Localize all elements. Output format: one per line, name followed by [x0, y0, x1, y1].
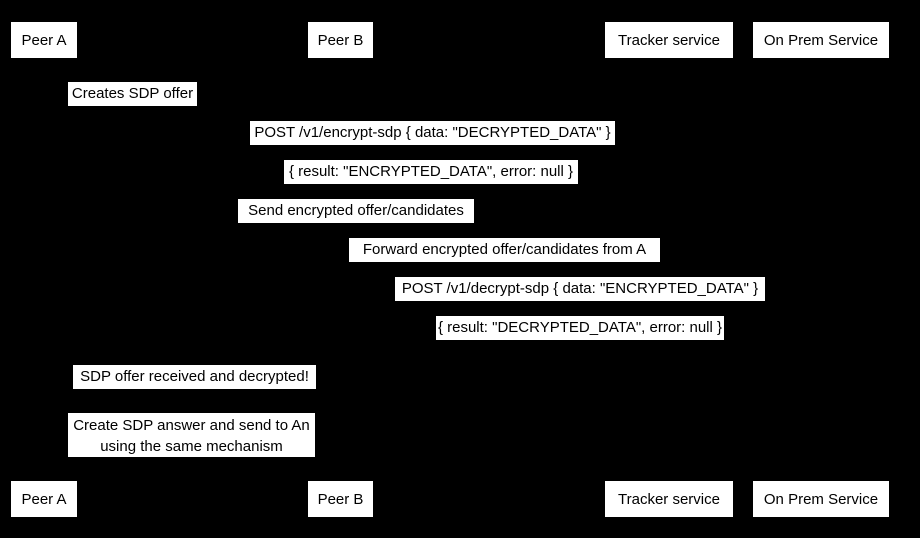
message-text: SDP offer received and decrypted! — [80, 368, 309, 385]
participant-tracker-service-top[interactable]: Tracker service — [605, 22, 733, 58]
participant-label: Peer B — [317, 490, 364, 508]
participant-peer-b-top[interactable]: Peer B — [308, 22, 373, 58]
message-label-send-encrypted-offer[interactable]: Send encrypted offer/candidates — [238, 199, 474, 223]
message-label-encrypt-sdp-result[interactable]: { result: "ENCRYPTED_DATA", error: null … — [284, 160, 578, 184]
participant-tracker-service-bottom[interactable]: Tracker service — [605, 481, 733, 517]
arrow-sdp-offer-received — [340, 389, 410, 390]
arrow-decrypt-sdp-result — [340, 340, 821, 341]
arrow-post-decrypt-sdp — [340, 301, 821, 302]
message-text: { result: "DECRYPTED_DATA", error: null … — [437, 319, 723, 336]
message-text: Send encrypted offer/candidates — [248, 202, 464, 219]
message-label-sdp-offer-received[interactable]: SDP offer received and decrypted! — [73, 365, 316, 389]
message-label-creates-sdp-offer[interactable]: Creates SDP offer — [68, 82, 197, 106]
message-label-decrypt-sdp-result[interactable]: { result: "DECRYPTED_DATA", error: null … — [436, 316, 724, 340]
arrow-create-sdp-answer — [44, 457, 340, 458]
message-text: POST /v1/decrypt-sdp { data: "ENCRYPTED_… — [401, 280, 759, 297]
participant-label: Tracker service — [618, 31, 720, 49]
lifeline-peer-a — [44, 58, 45, 478]
participant-peer-a-bottom[interactable]: Peer A — [11, 481, 77, 517]
arrow-creates-sdp-offer — [44, 106, 114, 107]
message-label-create-sdp-answer[interactable]: Create SDP answer and send to An using t… — [68, 413, 315, 457]
message-text: Creates SDP offer — [71, 85, 194, 102]
participant-label: Peer A — [21, 31, 67, 49]
participant-label: Peer A — [21, 490, 67, 508]
participant-label: Tracker service — [618, 490, 720, 508]
participant-peer-a-top[interactable]: Peer A — [11, 22, 77, 58]
message-text: POST /v1/encrypt-sdp { data: "DECRYPTED_… — [254, 124, 611, 141]
participant-on-prem-service-top[interactable]: On Prem Service — [753, 22, 889, 58]
arrow-send-encrypted-offer — [44, 223, 669, 224]
message-label-forward-encrypted-offer[interactable]: Forward encrypted offer/candidates from … — [349, 238, 660, 262]
arrow-encrypt-sdp-result — [44, 184, 821, 185]
participant-peer-b-bottom[interactable]: Peer B — [308, 481, 373, 517]
message-text-line-1: Create SDP answer and send to An — [73, 417, 310, 434]
arrow-forward-encrypted-offer — [340, 262, 669, 263]
message-text: { result: "ENCRYPTED_DATA", error: null … — [288, 163, 574, 180]
participant-label: On Prem Service — [763, 490, 879, 508]
message-text: Forward encrypted offer/candidates from … — [362, 241, 647, 258]
message-label-post-encrypt-sdp[interactable]: POST /v1/encrypt-sdp { data: "DECRYPTED_… — [250, 121, 615, 145]
arrow-post-encrypt-sdp — [44, 145, 821, 146]
participant-label: On Prem Service — [763, 31, 879, 49]
lifeline-peer-b — [340, 58, 341, 478]
participant-on-prem-service-bottom[interactable]: On Prem Service — [753, 481, 889, 517]
message-text-line-2: using the same mechanism — [100, 438, 283, 455]
message-label-post-decrypt-sdp[interactable]: POST /v1/decrypt-sdp { data: "ENCRYPTED_… — [395, 277, 765, 301]
participant-label: Peer B — [317, 31, 364, 49]
lifeline-tracker-service — [669, 58, 670, 478]
lifeline-on-prem-service — [821, 58, 822, 478]
